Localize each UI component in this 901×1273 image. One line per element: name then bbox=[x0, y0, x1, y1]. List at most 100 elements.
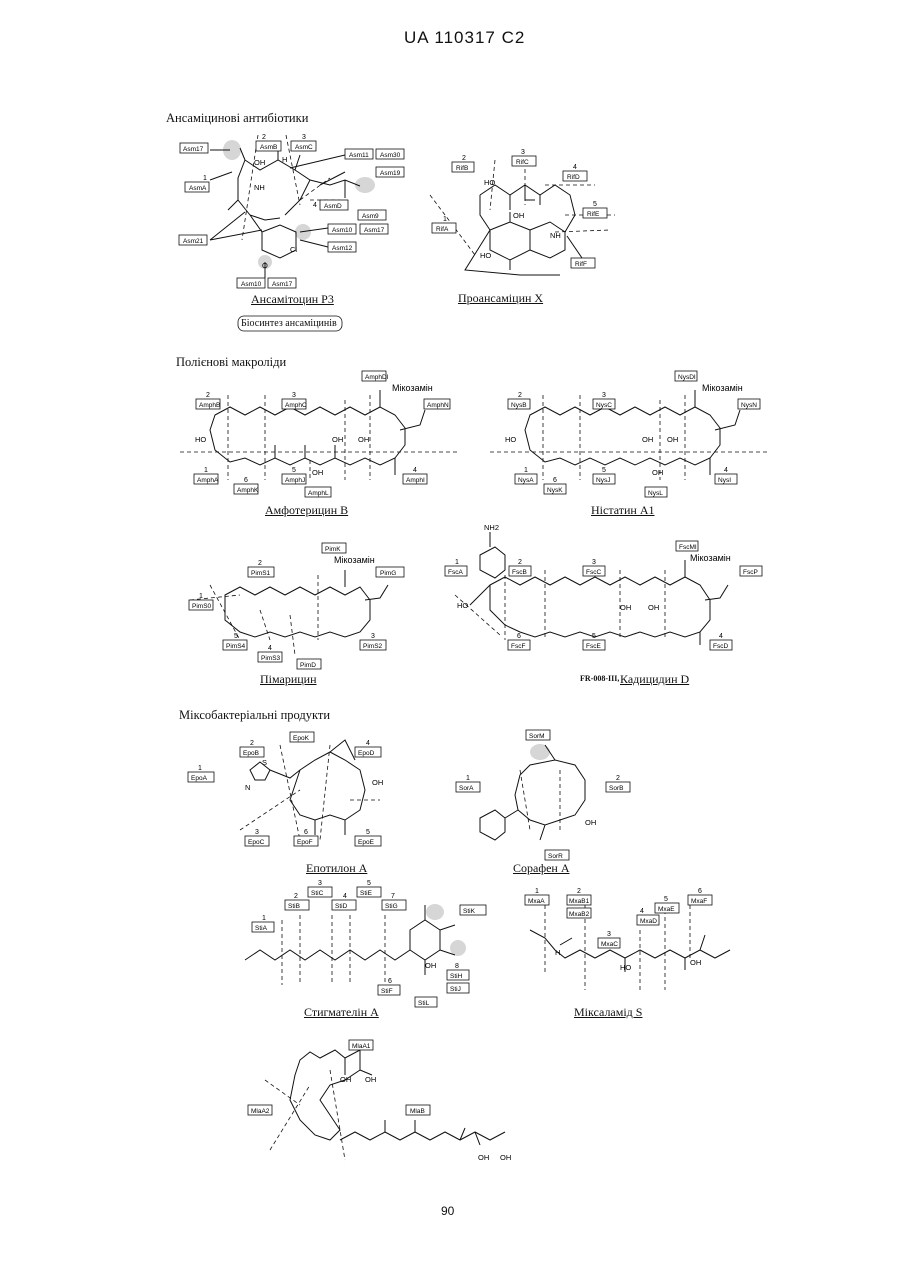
shaded-site bbox=[530, 744, 550, 760]
module-number: 1 bbox=[443, 216, 447, 223]
gene-label: PimS0 bbox=[192, 603, 212, 610]
gene-label: RifE bbox=[587, 211, 600, 218]
gene-label: FscF bbox=[511, 643, 525, 650]
module-number: 8 bbox=[455, 963, 459, 970]
atom-label: NH2 bbox=[484, 523, 499, 532]
module-number: 3 bbox=[302, 134, 306, 141]
gene-label: NysC bbox=[596, 402, 612, 409]
gene-label: EpoA bbox=[191, 775, 208, 782]
gene-label: Asm17 bbox=[364, 227, 385, 234]
atom-label: HO bbox=[620, 963, 631, 972]
gene-label: FscD bbox=[713, 643, 728, 650]
gene-label: AmphDI bbox=[365, 374, 389, 381]
ansamitocin-structure bbox=[179, 135, 404, 288]
module-number: 2 bbox=[206, 392, 210, 399]
gene-label: NysL bbox=[648, 490, 663, 497]
module-number: 4 bbox=[268, 645, 272, 652]
gene-label: FscC bbox=[586, 569, 601, 576]
module-number: 1 bbox=[204, 467, 208, 474]
gene-label: AmphN bbox=[427, 402, 449, 409]
atom-label: NH bbox=[254, 183, 265, 192]
module-number: 6 bbox=[553, 477, 557, 484]
gene-label: EpoD bbox=[358, 750, 375, 757]
gene-label: EpoF bbox=[297, 839, 313, 846]
gene-label: Asm9 bbox=[362, 213, 379, 220]
module-number: 5 bbox=[234, 633, 238, 640]
module-number: 4 bbox=[640, 908, 644, 915]
gene-label: MlaA2 bbox=[251, 1108, 270, 1115]
gene-label: StiL bbox=[418, 1000, 430, 1007]
module-number: 2 bbox=[577, 888, 581, 895]
gene-labels: Asm17 AsmA AsmB AsmC Asm11 Asm30 Asm19 A… bbox=[183, 144, 758, 1115]
module-number: 1 bbox=[198, 765, 202, 772]
gene-label: StiK bbox=[463, 908, 476, 915]
module-number: 5 bbox=[367, 880, 371, 887]
gene-label: RifD bbox=[567, 174, 580, 181]
atom-label: HO bbox=[457, 601, 468, 610]
atom-label: OH bbox=[620, 603, 631, 612]
atom-label: HO bbox=[480, 251, 491, 260]
myxalamide-structure bbox=[525, 895, 730, 990]
atom-label: OH bbox=[358, 435, 369, 444]
atom-label: N bbox=[245, 783, 250, 792]
module-number: 6 bbox=[304, 829, 308, 836]
atom-label: OH bbox=[690, 958, 701, 967]
gene-label: AsmA bbox=[189, 185, 207, 192]
module-number: 6 bbox=[388, 978, 392, 985]
atom-label: OH bbox=[340, 1075, 351, 1084]
module-number: 2 bbox=[250, 740, 254, 747]
gene-label: StiJ bbox=[450, 986, 461, 993]
gene-label: FscB bbox=[512, 569, 527, 576]
atom-label: OH bbox=[372, 778, 383, 787]
module-number: 3 bbox=[521, 149, 525, 156]
module-number: 3 bbox=[318, 880, 322, 887]
gene-label: FscMI bbox=[679, 544, 697, 551]
module-number: 1 bbox=[466, 775, 470, 782]
module-number: 4 bbox=[724, 467, 728, 474]
module-number: 6 bbox=[517, 633, 521, 640]
atom-label: OH bbox=[312, 468, 323, 477]
mycosamine-label: Мікозамін bbox=[702, 383, 743, 393]
gene-label: AmphJ bbox=[285, 477, 305, 484]
gene-label: MlaB bbox=[410, 1108, 425, 1115]
atom-label: OH bbox=[513, 211, 524, 220]
gene-label: MxaB2 bbox=[569, 911, 590, 918]
gene-label: AmphB bbox=[199, 402, 220, 409]
gene-label: Asm10 bbox=[241, 281, 262, 288]
gene-label: NysN bbox=[741, 402, 757, 409]
gene-label: EpoE bbox=[358, 839, 375, 846]
gene-label: NysB bbox=[511, 402, 527, 409]
gene-label: SorA bbox=[459, 785, 474, 792]
module-number: 3 bbox=[255, 829, 259, 836]
module-number: 7 bbox=[391, 893, 395, 900]
gene-label: AmphK bbox=[237, 487, 259, 494]
gene-label: RifF bbox=[575, 261, 587, 268]
gene-label: PimS1 bbox=[251, 570, 271, 577]
gene-label: StiD bbox=[335, 903, 348, 910]
gene-label: PimK bbox=[325, 546, 341, 553]
atom-label: O bbox=[262, 261, 268, 270]
shaded-site bbox=[426, 904, 444, 920]
atom-label: OH bbox=[642, 435, 653, 444]
gene-label: StiC bbox=[311, 890, 324, 897]
gene-label: StiF bbox=[381, 988, 393, 995]
gene-label: MlaA1 bbox=[352, 1043, 371, 1050]
gene-label: Asm30 bbox=[380, 152, 401, 159]
module-number: 4 bbox=[343, 893, 347, 900]
module-number: 1 bbox=[455, 559, 459, 566]
gene-label: AmphA bbox=[197, 477, 219, 484]
module-number: 2 bbox=[262, 134, 266, 141]
gene-label: NysA bbox=[518, 477, 534, 484]
atom-label: OH bbox=[365, 1075, 376, 1084]
atom-label: OH bbox=[332, 435, 343, 444]
atom-label: OH bbox=[500, 1153, 511, 1162]
module-numbers: 1 2 3 4 1 2 3 4 5 2 3 1 6 5 4 2 3 1 6 5 … bbox=[198, 134, 728, 985]
atom-label: HO bbox=[195, 435, 206, 444]
atom-label: OH bbox=[667, 435, 678, 444]
module-number: 5 bbox=[664, 896, 668, 903]
soraphen-structure bbox=[456, 730, 630, 860]
gene-label: Asm17 bbox=[183, 146, 204, 153]
gene-label: Asm11 bbox=[349, 152, 369, 159]
module-number: 2 bbox=[462, 155, 466, 162]
module-number: 3 bbox=[607, 931, 611, 938]
